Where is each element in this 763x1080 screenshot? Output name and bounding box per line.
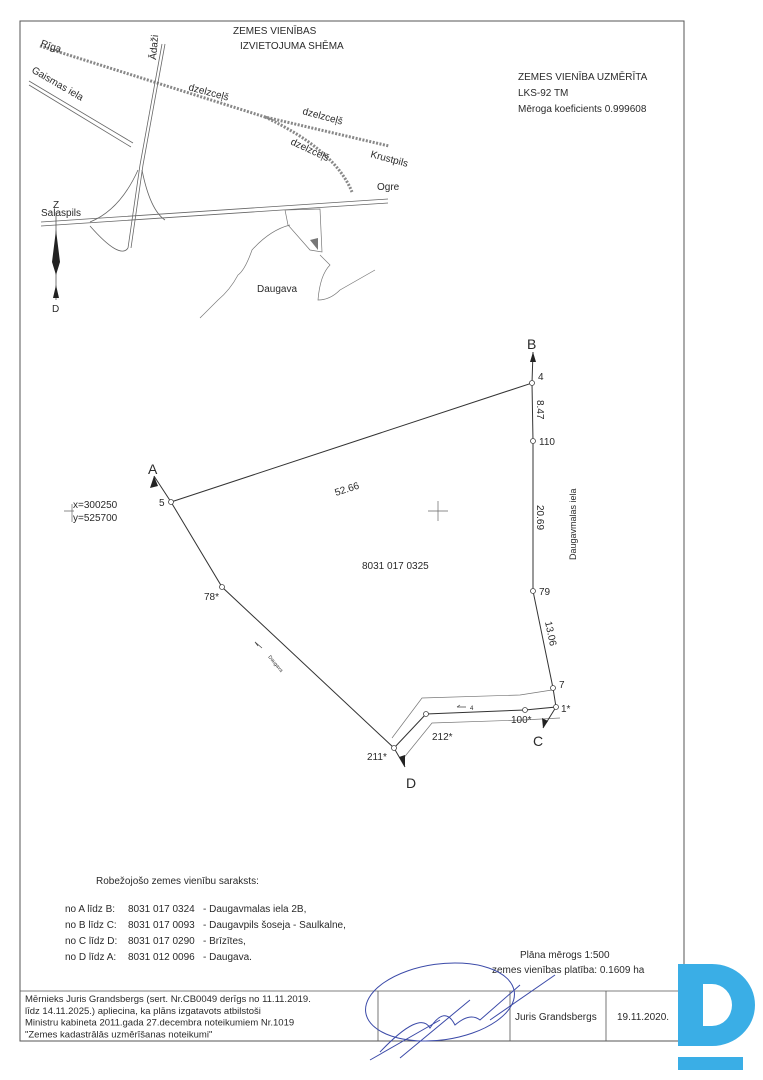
label-adazi: Ādaži [147, 34, 161, 60]
svg-text:- Daugava.: - Daugava. [203, 952, 252, 963]
survey-info: ZEMES VIENĪBA UZMĒRĪTA LKS-92 TM Mēroga … [518, 71, 648, 115]
scheme-subtitle: IZVIETOJUMA SHĒMA [240, 40, 344, 52]
scheme-title: ZEMES VIENĪBAS [233, 25, 317, 37]
svg-text:8031 012 0096: 8031 012 0096 [128, 952, 195, 963]
statement-line: "Zemes kadastrālās uzmērīšanas noteikumi… [25, 1029, 212, 1040]
distance-110-79: 20.69 [534, 505, 545, 530]
parcel-area-value: zemes vienības platība: 0.1609 ha [492, 965, 645, 976]
sign-date: 19.11.2020. [617, 1012, 669, 1023]
parcel-area [284, 208, 323, 253]
boundary-points [168, 380, 559, 751]
coord-marker [64, 504, 74, 522]
road-junction [89, 169, 166, 252]
flow-arrow-icon [254, 641, 263, 649]
south-label: D [52, 304, 59, 315]
label-riga: Rīga [39, 38, 63, 55]
road-adazi [127, 43, 166, 249]
neighbour-row: no A līdz B: 8031 017 0324 - Daugavmalas i… [65, 904, 306, 915]
svg-text:no A līdz B:: no A līdz B: [65, 904, 115, 915]
street-label: Daugavmalas iela [568, 488, 578, 560]
coord-x: x=300250 [73, 500, 118, 511]
label-krustpils: Krustpils [369, 149, 409, 170]
label-railway-2: dzelzceļš [301, 106, 344, 127]
statement-line: līdz 14.11.2025.) apliecina, ka plāns iz… [25, 1006, 261, 1017]
north-label: Z [53, 200, 59, 211]
label-railway-1: dzelzceļš [187, 82, 230, 103]
statement-line: Mērnieks Juris Grandsbergs (sert. Nr.CB0… [25, 994, 311, 1005]
corner-a: A [148, 461, 158, 477]
svg-text:no C līdz D:: no C līdz D: [65, 936, 117, 947]
point-4: 4 [538, 372, 544, 383]
parcel-id: 8031 017 0325 [362, 561, 429, 572]
corner-b: B [527, 336, 536, 352]
surveyor-name: Juris Grandsbergs [515, 1012, 597, 1023]
label-salaspils: Salaspils [41, 208, 81, 219]
label-daugava: Daugava [257, 284, 297, 295]
neighbour-row: no B līdz C: 8031 017 0093 - Daugavpils šo… [65, 920, 346, 931]
point-110: 110 [539, 437, 555, 448]
corner-d: D [406, 775, 416, 791]
point-79: 79 [539, 587, 551, 598]
ditch-lines [391, 689, 561, 761]
page-frame [19, 20, 685, 1042]
point-5: 5 [159, 498, 165, 509]
signature [365, 962, 556, 1061]
label-ogre: Ogre [377, 182, 400, 193]
svg-text:- Daugavpils šoseja - Saulkaln: - Daugavpils šoseja - Saulkalne, [203, 920, 346, 931]
coord-y: y=525700 [73, 513, 118, 524]
point-211: 211* [367, 752, 387, 763]
ditch-label: 4 [470, 706, 474, 712]
corner-c: C [533, 733, 543, 749]
boundary-extensions [153, 351, 557, 768]
statement-line: Ministru kabineta 2011.gada 27.decembra … [25, 1018, 294, 1029]
distance-4-110: 8.47 [534, 400, 545, 420]
neighbours-list: Robežojošo zemes vienību saraksts: no A … [65, 876, 346, 963]
distance-a-b: 52.66 [334, 481, 362, 499]
grid-cross [428, 501, 448, 521]
railway-branch [264, 115, 354, 193]
direction-arrows [150, 352, 548, 767]
svg-text:- Brīzītes,: - Brīzītes, [203, 936, 246, 947]
river-outline [199, 224, 376, 319]
ditch-flow-icon [456, 704, 466, 708]
svg-text:- Daugavmalas iela 2B,: - Daugavmalas iela 2B, [203, 904, 306, 915]
svg-text:8031 017 0290: 8031 017 0290 [128, 936, 195, 947]
survey-line2: LKS-92 TM [518, 88, 568, 99]
svg-text:no B līdz C:: no B līdz C: [65, 920, 117, 931]
neighbours-title: Robežojošo zemes vienību saraksts: [96, 876, 259, 887]
point-212: 212* [432, 732, 453, 743]
label-railway-3: dzelzceļš [289, 137, 331, 164]
svg-text:8031 017 0093: 8031 017 0093 [128, 920, 195, 931]
footer-table: Mērnieks Juris Grandsbergs (sert. Nr.CB0… [20, 990, 684, 1041]
point-78: 78* [204, 592, 219, 603]
river-label: Daugava [266, 654, 284, 673]
road-gaismas [28, 80, 134, 148]
parcel-plan: x=300250 y=525700 A B C D 5 4 110 79 7 1… [64, 336, 578, 791]
plan-scale: Plāna mērogs 1:500 [520, 950, 610, 961]
logo-icon [678, 964, 755, 1070]
north-arrow-icon: Z D [52, 200, 60, 315]
location-scheme: ZEMES VIENĪBAS IZVIETOJUMA SHĒMA Rīga Ga… [28, 25, 409, 319]
neighbour-row: no C līdz D: 8031 017 0290 - Brīzītes, [65, 936, 246, 947]
point-100: 100* [511, 715, 532, 726]
survey-line1: ZEMES VIENĪBA UZMĒRĪTA [518, 71, 648, 83]
road-main [40, 198, 389, 227]
survey-line3: Mēroga koeficients 0.999608 [518, 104, 647, 115]
point-7: 7 [559, 680, 565, 691]
svg-text:8031 017 0324: 8031 017 0324 [128, 904, 195, 915]
svg-text:no D līdz A:: no D līdz A: [65, 952, 116, 963]
parcel-highlight [310, 238, 318, 250]
point-1: 1* [561, 704, 571, 715]
distance-79-7: 13.06 [542, 620, 558, 647]
neighbour-row: no D līdz A: 8031 012 0096 - Daugava. [65, 952, 252, 963]
